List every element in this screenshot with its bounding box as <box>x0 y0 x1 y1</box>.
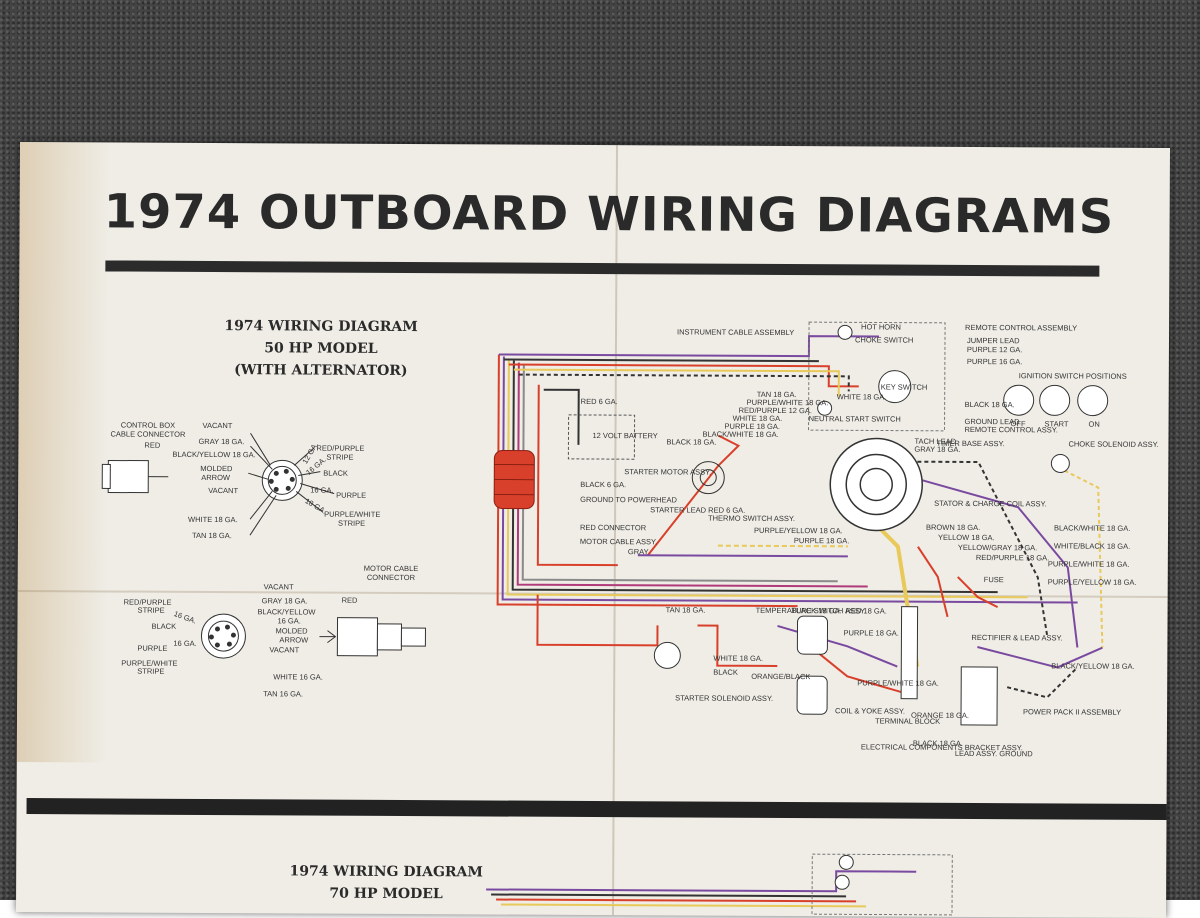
lbl-black-c: BLACK <box>713 668 738 677</box>
lbl-thermo-switch: THERMO SWITCH ASSY. <box>708 514 795 523</box>
lbl-purple-yellow-18-b: PURPLE/YELLOW 18 GA. <box>754 526 843 535</box>
lbl-on: ON <box>1089 420 1100 429</box>
lbl-tan-18-b: TAN 18 GA. <box>666 605 706 614</box>
lbl-purple-yellow-18-a: PURPLE/YELLOW 18 GA. <box>1048 577 1137 586</box>
lbl-black-18-d: BLACK 18 GA. <box>913 739 963 748</box>
lbl-choke-switch: CHOKE SWITCH <box>855 335 913 344</box>
lbl-black-white-18-b: BLACK/WHITE 18 GA. <box>1054 523 1130 532</box>
lbl-motor-cable-assy: MOTOR CABLE ASSY. <box>580 537 657 546</box>
lbl-remote-control-assy: REMOTE CONTROL ASSY. <box>965 425 1058 434</box>
lbl-red-18: RED 18 GA. <box>846 606 887 615</box>
lbl-lead-ground: LEAD ASSY. GROUND <box>955 749 1033 758</box>
lbl-timer-base: TIMER BASE ASSY. <box>936 439 1004 448</box>
lbl-purple-16: PURPLE 16 GA. <box>967 357 1022 366</box>
lbl-white-18: WHITE 18 GA. <box>837 392 887 401</box>
lbl-coil-yoke: COIL & YOKE ASSY. <box>835 706 905 715</box>
starter-solenoid <box>654 642 680 668</box>
lbl-purple-white-18-b: PURPLE/WHITE 18 GA. <box>1048 559 1130 568</box>
lbl-jumper-lead: JUMPER LEAD <box>967 336 1020 345</box>
lbl-white-18-c: WHITE 18 GA. <box>713 654 763 663</box>
lbl-white-black-18: WHITE/BLACK 18 GA. <box>1054 541 1130 550</box>
lbl-remote-control: REMOTE CONTROL ASSEMBLY <box>965 323 1077 333</box>
lbl-orange-18: ORANGE 18 GA. <box>911 711 969 720</box>
lbl-red-connector: RED CONNECTOR <box>580 523 646 532</box>
stator-flywheel <box>830 438 922 530</box>
lbl-hot-horn: HOT HORN <box>861 322 901 331</box>
lbl-power-pack: POWER PACK II ASSEMBLY <box>1023 707 1121 717</box>
lbl-purple-18-b: PURPLE 18 GA. <box>794 536 849 545</box>
lbl-black-18-c: BLACK 18 GA. <box>792 606 842 615</box>
lbl-purple-18-c: PURPLE 18 GA. <box>843 628 898 637</box>
lbl-starter-solenoid: STARTER SOLENOID ASSY. <box>675 693 773 703</box>
lbl-yellow-18: YELLOW 18 GA. <box>938 533 995 542</box>
lbl-black-yellow-18: BLACK/YELLOW 18 GA. <box>1051 661 1134 670</box>
choke-solenoid <box>1051 454 1069 472</box>
lbl-fuse: FUSE <box>984 575 1004 584</box>
lbl-stator: STATOR & CHARGE COIL ASSY. <box>934 499 1047 509</box>
lbl-instrument-cable: INSTRUMENT CABLE ASSEMBLY <box>677 327 794 337</box>
lbl-rectifier: RECTIFIER & LEAD ASSY. <box>971 633 1062 642</box>
lbl-black-18-b: BLACK 18 GA. <box>666 437 716 446</box>
motor-cable-plug <box>201 614 425 659</box>
lbl-choke-solenoid: CHOKE SOLENOID ASSY. <box>1068 439 1158 448</box>
lbl-black-6: BLACK 6 GA. <box>580 480 626 489</box>
control-box-plug <box>102 432 335 535</box>
lbl-battery: 12 VOLT BATTERY <box>592 431 657 440</box>
lbl-gray: GRAY <box>628 547 649 556</box>
lbl-black-18-a: BLACK 18 GA. <box>965 400 1015 409</box>
lbl-yellow-gray-18: YELLOW/GRAY 18 GA. <box>958 543 1037 552</box>
ignition-coils <box>797 616 828 714</box>
lbl-orange-black: ORANGE/BLACK <box>751 672 810 681</box>
ignition-positions <box>1004 385 1108 416</box>
lbl-purple-12: PURPLE 12 GA. <box>967 345 1022 354</box>
lbl-ground-powerhead: GROUND TO POWERHEAD <box>580 495 677 505</box>
lbl-purple-white-18-c: PURPLE/WHITE 18 GA. <box>857 678 939 687</box>
lbl-red-purple-18: RED/PURPLE 18 GA. <box>976 553 1049 562</box>
lbl-key-switch: KEY SWITCH <box>881 383 928 392</box>
lbl-neutral-start: NEUTRAL START SWITCH <box>809 414 901 423</box>
lbl-brown-18: BROWN 18 GA. <box>926 523 980 532</box>
lbl-ignition-positions: IGNITION SWITCH POSITIONS <box>1019 371 1127 381</box>
lbl-starter-motor: STARTER MOTOR ASSY. <box>624 467 711 476</box>
red-connector <box>494 450 534 508</box>
wiring-poster: 1974 OUTBOARD WIRING DIAGRAMS 1974 WIRIN… <box>16 142 1170 918</box>
lbl-red-6: RED 6 GA. <box>581 397 618 406</box>
